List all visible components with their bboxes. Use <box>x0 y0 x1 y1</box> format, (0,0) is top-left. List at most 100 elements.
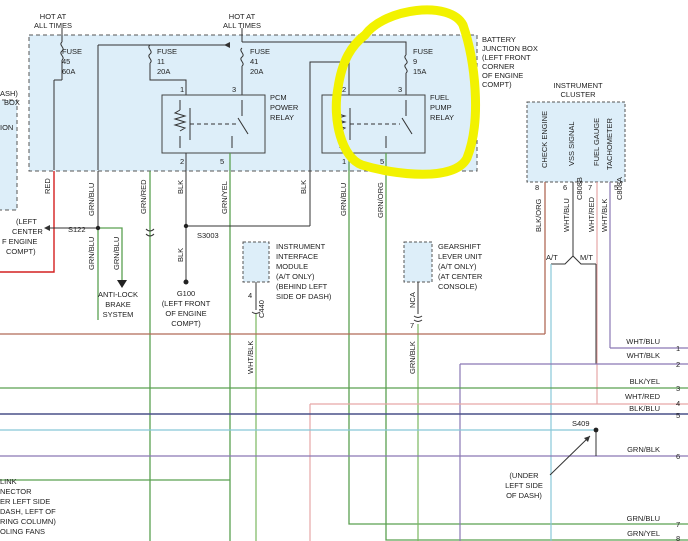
link-5: RING COLUMN) <box>0 517 56 526</box>
gs-2: LEVER UNIT <box>438 252 483 261</box>
pin-pcm-tr: 3 <box>232 85 236 94</box>
fuse-45-label: FUSE <box>62 47 82 56</box>
under-dash-1: (UNDER <box>509 471 539 480</box>
fuel-relay-1: FUEL <box>430 93 449 102</box>
rw-3: BLK/YEL <box>630 377 660 386</box>
pin-pcm-bl: 2 <box>180 157 184 166</box>
rn-4: 4 <box>676 399 680 408</box>
label-grn-blu-4: GRN/BLU <box>112 237 121 270</box>
fuse-11-amp: 20A <box>157 67 170 76</box>
fuel-relay-2: PUMP <box>430 103 452 112</box>
cluster-item-3: FUEL GAUGE <box>592 118 601 166</box>
s122-dot <box>95 225 101 231</box>
abs-1: ANTI-LOCK <box>98 290 138 299</box>
pin-fuel-br: 5 <box>380 157 384 166</box>
junction-box-2: JUNCTION BOX <box>482 44 538 53</box>
link-4: DASH, LEFT OF <box>0 507 56 516</box>
label-blk-1: BLK <box>176 180 185 194</box>
s122-arrow-icon <box>44 225 50 231</box>
left-center-2: CENTER <box>12 227 43 236</box>
gs-3: (A/T ONLY) <box>438 262 477 271</box>
g100-icon <box>183 279 189 285</box>
gs-pin: 7 <box>410 321 414 330</box>
abs-3: SYSTEM <box>103 310 134 319</box>
blk-to-fuel-pin2 <box>309 61 350 170</box>
abs-arrow-icon <box>117 280 127 288</box>
hot-mid-1: HOT AT <box>229 12 256 21</box>
fuse-9-num: 9 <box>413 57 417 66</box>
hot-left-2: ALL TIMES <box>34 21 72 30</box>
label-grn-blk: GRN/BLK <box>408 341 417 374</box>
iim-5: (BEHIND LEFT <box>276 282 328 291</box>
s3003-label: S3003 <box>197 231 219 240</box>
iim-pin: 4 <box>248 291 252 300</box>
fuse-45-icon <box>60 41 64 61</box>
cluster-pin-5-label: 5 <box>614 183 618 192</box>
instrument-cluster <box>526 101 626 183</box>
s409-pointer <box>549 435 591 476</box>
left-frag-2: BOX <box>4 98 20 107</box>
hot-left-1: HOT AT <box>40 12 67 21</box>
cluster-item-4: TACHOMETER <box>605 117 614 170</box>
cluster-pin-7-label: 7 <box>588 183 592 192</box>
label-grn-red: GRN/RED <box>139 179 148 214</box>
label-wht-blu: WHT/BLU <box>562 198 571 232</box>
cluster-title-1: INSTRUMENT <box>553 81 603 90</box>
fuse-45-num: 45 <box>62 57 70 66</box>
link-3: ER LEFT SIDE <box>0 497 50 506</box>
g100-3: OF ENGINE <box>165 309 206 318</box>
bus-arrow-icon <box>224 42 230 48</box>
gs-4: (AT CENTER <box>438 272 483 281</box>
s409-label: S409 <box>572 419 590 428</box>
fuel-switch-arm <box>401 117 413 135</box>
g100-2: (LEFT FRONT <box>162 299 211 308</box>
fuse-11-icon <box>148 44 152 64</box>
cluster-at-mt <box>551 255 596 265</box>
fuse-9-label: FUSE <box>413 47 433 56</box>
label-grn-blu-3: GRN/BLU <box>87 237 96 270</box>
g100-1: G100 <box>177 289 195 298</box>
label-blk-org: BLK/ORG <box>534 198 543 232</box>
gs-conn: NCA <box>408 292 417 308</box>
pin-pcm-tl: 1 <box>180 85 184 94</box>
fuse-9-amp: 15A <box>413 67 426 76</box>
s409-dot <box>593 427 599 433</box>
hot-mid-2: ALL TIMES <box>223 21 261 30</box>
rw-6: GRN/BLK <box>627 445 660 454</box>
rw-4: WHT/RED <box>625 392 661 401</box>
fuse-41-amp: 20A <box>250 67 263 76</box>
label-grn-blu-1: GRN/BLU <box>87 183 96 216</box>
s3003-dot <box>183 223 189 229</box>
iim-1: INSTRUMENT <box>276 242 326 251</box>
rn-3: 3 <box>676 384 680 393</box>
iim-connector-icon <box>251 311 261 314</box>
link-1: LINK <box>0 477 17 486</box>
s122-label: S122 <box>68 225 86 234</box>
label-grn-blu-2: GRN/BLU <box>339 183 348 216</box>
label-red: RED <box>43 178 52 194</box>
label-wht-red: WHT/RED <box>587 196 596 232</box>
label-wht-blk-2: WHT/BLK <box>600 199 609 232</box>
left-frag-1: ASH) <box>0 89 18 98</box>
cluster-conn-b: C808B <box>575 177 584 200</box>
g100-4: COMPT) <box>171 319 201 328</box>
hot-bus-mid-right <box>242 41 407 44</box>
pcm-relay-1: PCM <box>270 93 287 102</box>
link-2: NECTOR <box>0 487 32 496</box>
junction-box-5: OF ENGINE <box>482 71 523 80</box>
junction-box-3: (LEFT FRONT <box>482 53 531 62</box>
mt-label: M/T <box>580 253 593 262</box>
rn-7: 7 <box>676 520 680 529</box>
rw-5: BLK/BLU <box>629 404 660 413</box>
label-blk-2: BLK <box>299 180 308 194</box>
fuse-45-amp: 60A <box>62 67 75 76</box>
rw-1: WHT/BLU <box>626 337 660 346</box>
rw-7: GRN/BLU <box>627 514 660 523</box>
pcm-coil-icon <box>173 109 187 132</box>
gearshift-box <box>403 241 433 283</box>
cluster-item-1: CHECK ENGINE <box>540 111 549 168</box>
gs-1: GEARSHIFT <box>438 242 481 251</box>
fuel-relay-3: RELAY <box>430 113 454 122</box>
iim-2: INTERFACE <box>276 252 318 261</box>
rw-8: GRN/YEL <box>627 529 660 538</box>
